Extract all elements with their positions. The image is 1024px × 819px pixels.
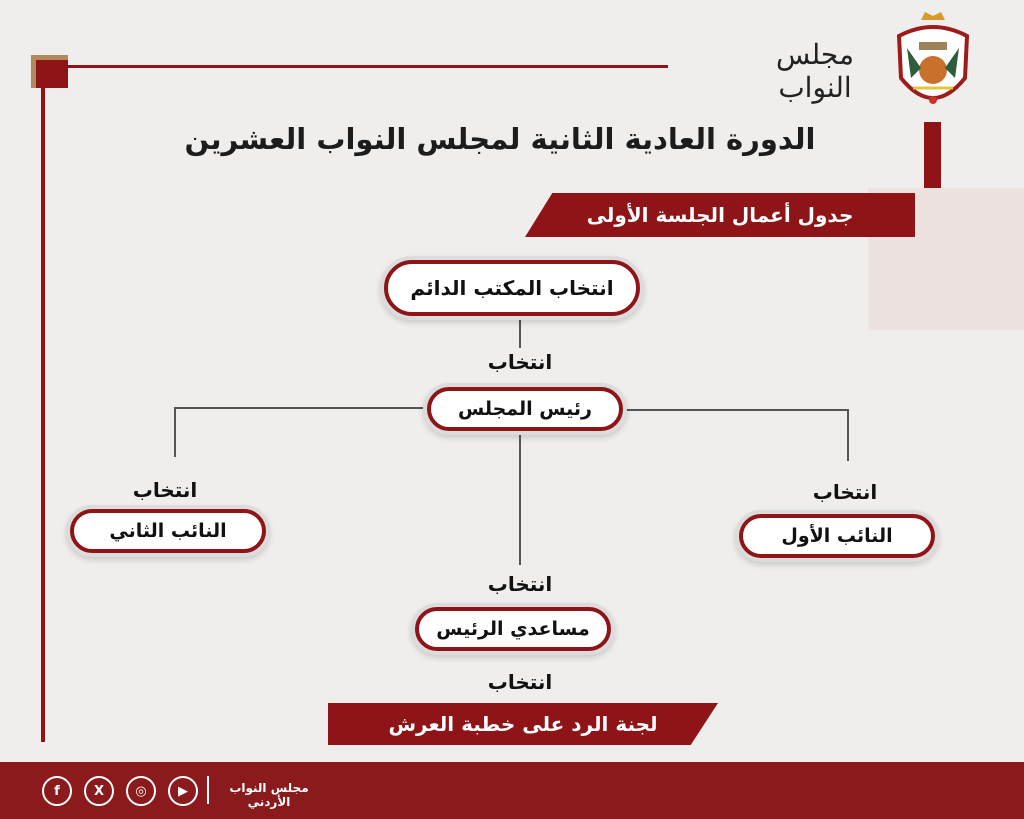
node-second-deputy: النائب الثاني: [70, 509, 266, 553]
youtube-icon[interactable]: ▶: [168, 776, 198, 806]
footer-org-name: مجلس النواب الأردني: [229, 781, 309, 809]
connector: [519, 320, 521, 348]
footer-divider: [207, 776, 209, 804]
connector: [175, 407, 427, 409]
coat-of-arms-logo: [893, 8, 973, 113]
label-elect-second-deputy: انتخاب: [132, 478, 198, 502]
frame-vertical-line: [41, 60, 45, 742]
label-elect-assistants: انتخاب: [487, 572, 553, 596]
node-assistants: مساعدي الرئيس: [415, 607, 611, 651]
frame-top-line: [40, 65, 668, 68]
brand-name: مجلس النواب: [775, 38, 855, 104]
node-first-deputy: النائب الأول: [739, 514, 935, 558]
label-elect-speaker: انتخاب: [487, 350, 553, 374]
page-title: الدورة العادية الثانية لمجلس النواب العش…: [184, 122, 816, 156]
facebook-icon[interactable]: f: [42, 776, 72, 806]
label-elect-committee: انتخاب: [487, 670, 553, 694]
x-icon[interactable]: X: [84, 776, 114, 806]
node-speaker: رئيس المجلس: [427, 387, 623, 431]
footer: f X ◎ ▶ مجلس النواب الأردني: [0, 762, 1024, 819]
label-elect-first-deputy: انتخاب: [812, 480, 878, 504]
connector: [847, 409, 849, 461]
connector: [174, 407, 176, 457]
node-committee-banner: لجنة الرد على خطبة العرش: [328, 703, 718, 745]
connector: [519, 430, 521, 565]
frame-corner-inner: [36, 60, 68, 88]
agenda-banner: جدول أعمال الجلسة الأولى: [525, 193, 915, 237]
connector: [623, 409, 849, 411]
node-permanent-office: انتخاب المكتب الدائم: [384, 260, 640, 316]
title-accent-bar: [924, 122, 941, 188]
instagram-icon[interactable]: ◎: [126, 776, 156, 806]
